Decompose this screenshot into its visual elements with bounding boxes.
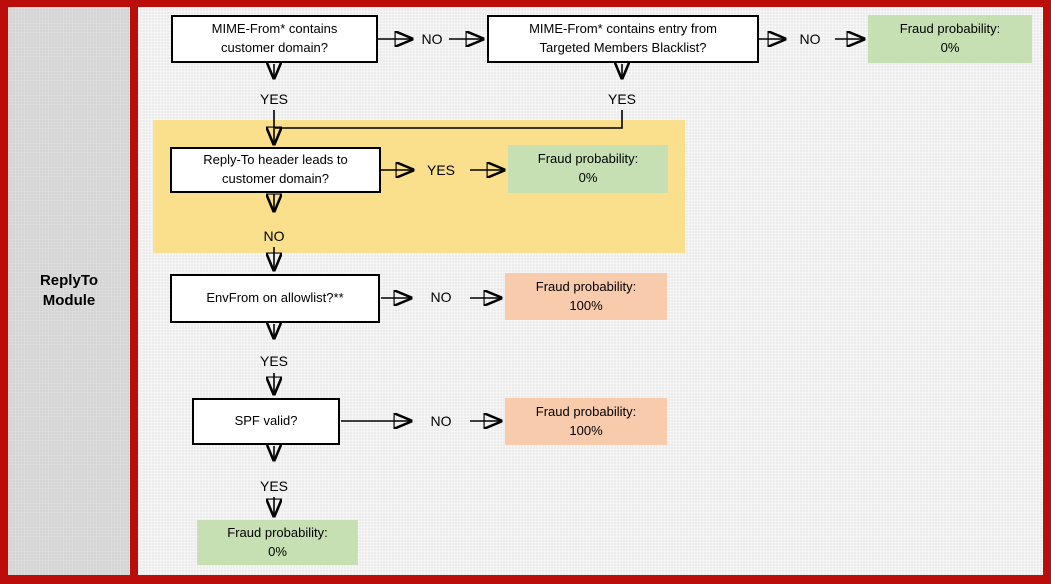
decision-envfrom-allowlist-text: EnvFrom on allowlist?** bbox=[206, 290, 344, 306]
label-yes-mime-blacklist: YES bbox=[607, 91, 637, 107]
label-no-envfrom: NO bbox=[430, 289, 452, 305]
module-title: ReplyTo Module bbox=[40, 271, 98, 312]
outcome-fraud-100-envfrom: Fraud probability: 100% bbox=[505, 273, 667, 320]
outcome-fraud-0-final: Fraud probability: 0% bbox=[197, 520, 358, 565]
outcome-fraud-0-top-title: Fraud probability: bbox=[899, 21, 1001, 37]
outcome-fraud-100-spf-title: Fraud probability: bbox=[535, 403, 637, 419]
outcome-fraud-0-replyto: Fraud probability: 0% bbox=[508, 145, 668, 193]
decision-mime-from-customer: MIME-From* contains customer domain? bbox=[171, 15, 378, 63]
label-no-replyto: NO bbox=[263, 228, 285, 244]
label-no-spf: NO bbox=[430, 413, 452, 429]
edge-yes-join-line bbox=[275, 110, 623, 129]
outcome-fraud-0-replyto-value: 0% bbox=[578, 170, 598, 185]
label-yes-mime-customer: YES bbox=[259, 91, 289, 107]
outcome-fraud-0-final-title: Fraud probability: bbox=[227, 524, 328, 540]
decision-mime-from-customer-text: MIME-From* contains customer domain? bbox=[211, 21, 338, 55]
label-yes-envfrom: YES bbox=[259, 353, 289, 369]
label-no-mime-customer: NO bbox=[421, 31, 443, 47]
decision-reply-to-header-text: Reply-To header leads to customer domain… bbox=[203, 152, 348, 186]
outcome-fraud-0-final-value: 0% bbox=[268, 543, 287, 559]
decision-spf-valid: SPF valid? bbox=[192, 398, 340, 445]
label-yes-spf: YES bbox=[259, 478, 289, 494]
decision-mime-from-blacklist-text: MIME-From* contains entry from Targeted … bbox=[529, 21, 717, 55]
outcome-fraud-0-top-value: 0% bbox=[940, 40, 960, 55]
label-no-mime-blacklist: NO bbox=[799, 31, 821, 47]
decision-envfrom-allowlist: EnvFrom on allowlist?** bbox=[170, 274, 380, 323]
outcome-fraud-0-top: Fraud probability: 0% bbox=[868, 15, 1032, 63]
outcome-fraud-100-envfrom-value: 100% bbox=[569, 297, 603, 313]
decision-spf-valid-text: SPF valid? bbox=[234, 413, 298, 429]
module-label-panel: ReplyTo Module bbox=[8, 7, 130, 575]
outcome-fraud-100-spf: Fraud probability: 100% bbox=[505, 398, 667, 445]
outcome-fraud-0-replyto-title: Fraud probability: bbox=[537, 151, 639, 167]
outcome-fraud-100-spf-value: 100% bbox=[569, 422, 603, 438]
outcome-fraud-100-envfrom-title: Fraud probability: bbox=[535, 278, 637, 294]
decision-mime-from-blacklist: MIME-From* contains entry from Targeted … bbox=[487, 15, 759, 63]
decision-reply-to-header: Reply-To header leads to customer domain… bbox=[170, 147, 381, 193]
module-title-line1: ReplyTo bbox=[39, 271, 99, 289]
label-yes-replyto: YES bbox=[426, 162, 456, 178]
module-title-line2: Module bbox=[42, 292, 96, 309]
